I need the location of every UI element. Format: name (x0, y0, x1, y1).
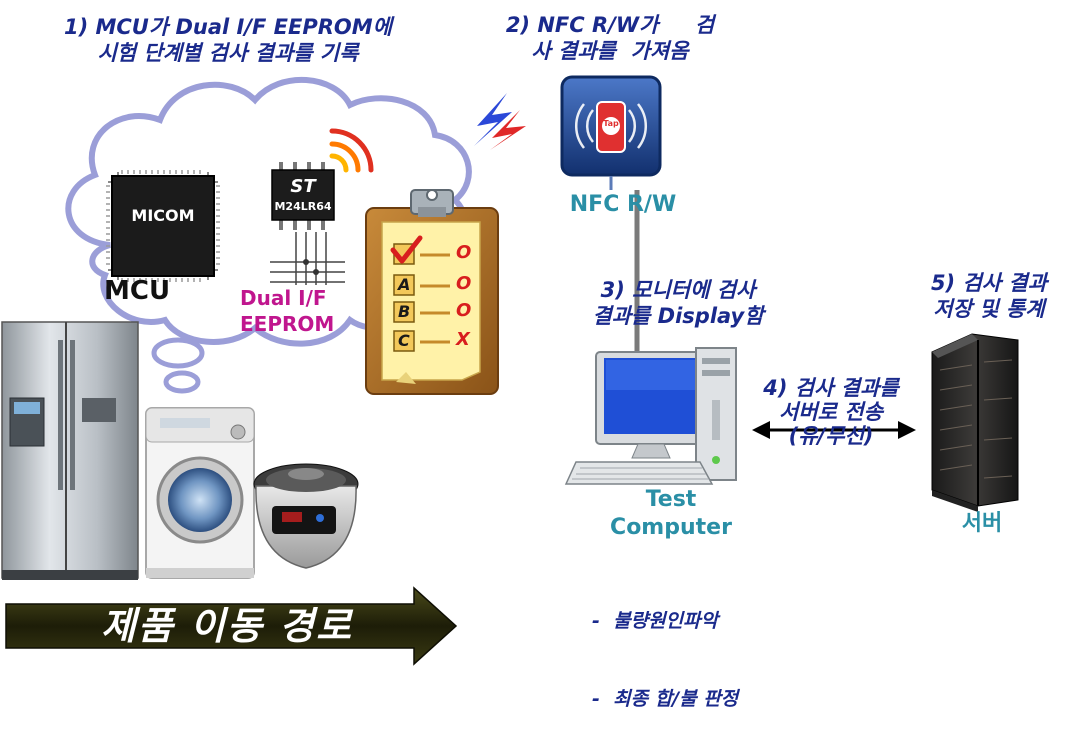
step3-line2: 결과를 Display함 (592, 304, 764, 328)
test-computer-label-line2: Computer (610, 515, 732, 540)
eeprom-label-line1: Dual I/F (240, 286, 327, 310)
step2-caption: 2) NFC R/W가 검 사 결과를 가져옴 (490, 12, 730, 64)
step5-line1: 5) 검사 결과 (930, 271, 1048, 295)
nfc-reader-device (560, 75, 662, 190)
rf-waves-icon (329, 128, 374, 173)
bidirectional-arrow (752, 421, 916, 439)
step4-line3: (유/무선) (788, 424, 874, 448)
step2-line1: 2) NFC R/W가 검 (505, 13, 715, 37)
step4-line2: 서버로 전송 (779, 400, 883, 424)
step4-line1: 4) 검사 결과를 (763, 376, 899, 400)
st-logo: ST (290, 176, 316, 197)
checklist-row-2-key: B (398, 302, 411, 321)
checklist-row-2-result: O (456, 300, 472, 321)
micom-label: MICOM (131, 206, 195, 225)
chip-part-number: M24LR64 (274, 200, 332, 213)
computer-note-1: - 불량원인파악 (592, 610, 718, 632)
checklist-row-0-key (394, 244, 414, 264)
nfc-tap-label: Tap (603, 119, 619, 128)
step5-line2: 저장 및 통계 (933, 297, 1045, 321)
mcu-label: MCU (104, 276, 171, 306)
server-rack (931, 333, 1019, 512)
checkmark-icon (390, 235, 423, 264)
micom-chip (106, 170, 220, 282)
eeprom-chip (270, 162, 345, 285)
nfc-label: NFC R/W (569, 192, 677, 217)
step4-caption: 4) 검사 결과를 서버로 전송 (유/무선) (746, 376, 916, 448)
refrigerator-image (1, 321, 139, 580)
step3-line1: 3) 모니터에 검사 (600, 278, 756, 302)
computer-note-2: - 최종 합/불 판정 (592, 688, 739, 710)
step1-line2: 시험 단계별 검사 결과를 기록 (97, 41, 359, 65)
test-computer (564, 347, 737, 485)
product-flow-label: 제품 이동 경로 (100, 604, 354, 648)
computer-notes: - 불량원인파악 - 최종 합/불 판정 (592, 556, 738, 738)
washing-machine-image (145, 407, 255, 579)
server-label: 서버 (961, 511, 1003, 536)
step2-line2: 사 결과를 가져옴 (531, 39, 689, 63)
step3-caption: 3) 모니터에 검사 결과를 Display함 (568, 277, 788, 329)
test-computer-label: Test Computer (596, 486, 746, 542)
checklist-row-3-key: C (398, 331, 410, 350)
product-flow-arrow (5, 586, 458, 666)
test-computer-label-line1: Test (645, 487, 697, 512)
rice-cooker-image (253, 463, 359, 569)
checklist-row-3-result: X (456, 329, 470, 350)
eeprom-label: Dual I/F EEPROM (240, 285, 334, 337)
diagram-canvas (1, 75, 1019, 666)
checklist-row-1-result: O (456, 273, 472, 294)
wireless-signal-icon (474, 93, 526, 150)
eeprom-label-line2: EEPROM (240, 312, 335, 336)
checklist-row-1-key: A (398, 275, 411, 294)
step5-caption: 5) 검사 결과 저장 및 통계 (904, 270, 1074, 322)
step1-caption: 1) MCU가 Dual I/F EEPROM에 시험 단계별 검사 결과를 기… (48, 14, 408, 66)
step1-line1: 1) MCU가 Dual I/F EEPROM에 (63, 15, 393, 39)
checklist-row-0-result: O (456, 242, 472, 263)
checklist-clipboard (365, 189, 499, 395)
